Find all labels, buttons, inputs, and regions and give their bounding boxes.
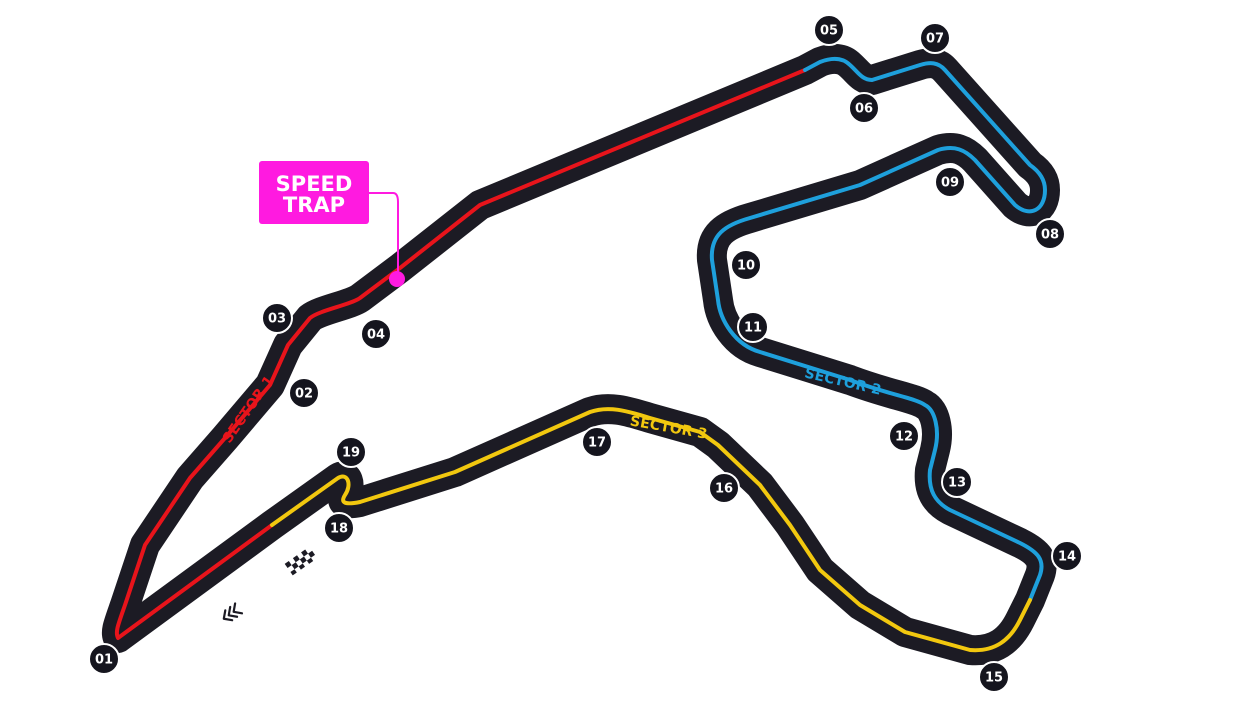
turn-badge-circle	[335, 436, 367, 468]
turn-badge-circle	[261, 302, 293, 334]
turn-badge-02: 02	[288, 377, 320, 409]
turn-badge-04: 04	[360, 318, 392, 350]
turn-badge-16: 16	[708, 472, 740, 504]
sector-1-label: SECTOR 1	[220, 373, 278, 446]
turn-number: 17	[588, 436, 606, 451]
turn-badge-12: 12	[888, 420, 920, 452]
turn-badge-13: 13	[941, 466, 973, 498]
turn-badges: 01 02 03 04 05 06 07 08 09 10 11 12 13 14 15 16 17 18 19	[88, 14, 1083, 693]
turn-number: 09	[941, 176, 959, 191]
turn-badge-11: 11	[737, 311, 769, 343]
speed-trap-label-line-1: SPEED	[276, 172, 353, 196]
turn-number: 16	[715, 482, 733, 497]
turn-number: 11	[744, 321, 762, 336]
speed-trap-leader-line	[369, 192, 399, 278]
turn-number: 13	[948, 476, 966, 491]
sector-1-line	[114, 68, 807, 640]
turn-badge-circle	[730, 249, 762, 281]
sector-3-line	[270, 407, 1032, 653]
direction-chevrons-icon	[222, 602, 244, 622]
turn-badge-circle	[708, 472, 740, 504]
turn-badge-19: 19	[335, 436, 367, 468]
speed-trap-dot	[389, 271, 405, 287]
turn-badge-14: 14	[1051, 540, 1083, 572]
turn-number: 01	[95, 653, 113, 668]
turn-number: 14	[1058, 550, 1076, 565]
turn-badge-circle	[737, 311, 769, 343]
turn-badge-circle	[581, 426, 613, 458]
turn-badge-06: 06	[848, 92, 880, 124]
turn-badge-circle	[919, 22, 951, 54]
speed-trap-box	[259, 161, 369, 224]
turn-badge-17: 17	[581, 426, 613, 458]
turn-number: 08	[1041, 228, 1059, 243]
turn-badge-circle	[88, 643, 120, 675]
turn-badge-09: 09	[934, 166, 966, 198]
turn-number: 05	[820, 24, 838, 39]
turn-badge-circle	[1051, 540, 1083, 572]
turn-number: 07	[926, 32, 944, 47]
turn-number: 12	[895, 430, 913, 445]
turn-badge-10: 10	[730, 249, 762, 281]
turn-number: 02	[295, 387, 313, 402]
speed-trap-marker: SPEED TRAP	[259, 161, 405, 287]
turn-badge-circle	[360, 318, 392, 350]
turn-number: 19	[342, 446, 360, 461]
sector-2-line	[709, 56, 1047, 602]
turn-badge-03: 03	[261, 302, 293, 334]
turn-badge-18: 18	[323, 512, 355, 544]
turn-badge-08: 08	[1034, 218, 1066, 250]
turn-number: 18	[330, 522, 348, 537]
turn-badge-circle	[848, 92, 880, 124]
turn-badge-circle	[941, 466, 973, 498]
turn-number: 06	[855, 102, 873, 117]
turn-badge-circle	[934, 166, 966, 198]
turn-badge-circle	[1034, 218, 1066, 250]
turn-badge-circle	[978, 661, 1010, 693]
track-outline	[101, 43, 1060, 666]
turn-number: 03	[268, 312, 286, 327]
turn-badge-circle	[288, 377, 320, 409]
checkered-flag-icon	[284, 546, 318, 576]
turn-number: 04	[367, 328, 385, 343]
turn-badge-01: 01	[88, 643, 120, 675]
turn-number: 15	[985, 671, 1003, 686]
turn-badge-circle	[813, 14, 845, 46]
turn-badge-15: 15	[978, 661, 1010, 693]
speed-trap-label-line-2: TRAP	[283, 193, 345, 217]
turn-badge-circle	[323, 512, 355, 544]
turn-number: 10	[737, 259, 755, 274]
turn-badge-07: 07	[919, 22, 951, 54]
turn-badge-05: 05	[813, 14, 845, 46]
turn-badge-circle	[888, 420, 920, 452]
